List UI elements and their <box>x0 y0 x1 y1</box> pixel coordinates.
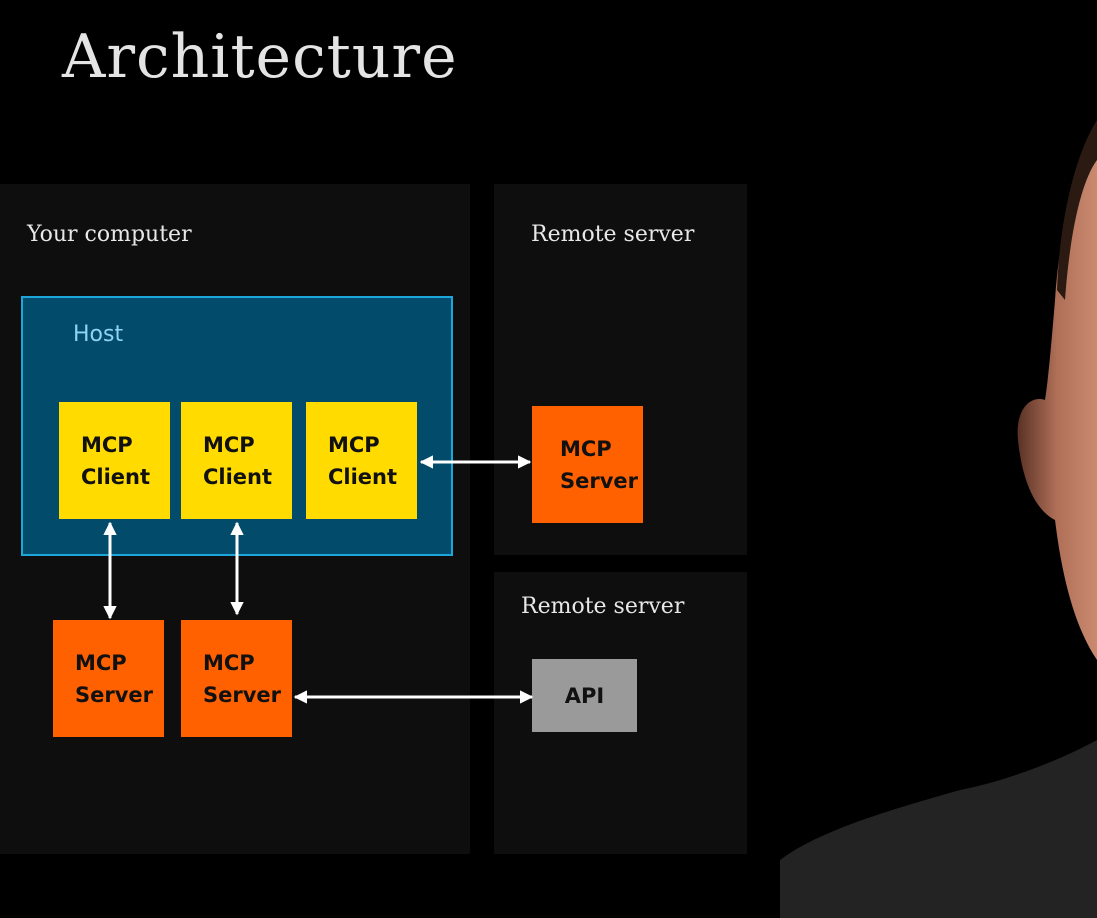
remote-server-label-2: Remote server <box>521 594 685 619</box>
slide-title: Architecture <box>62 22 458 92</box>
local-mcp-server-1: MCP Server <box>53 620 164 737</box>
local-mcp-server-2-label: MCP Server <box>203 650 282 707</box>
host-label: Host <box>73 322 124 347</box>
mcp-client-2-label: MCP Client <box>203 432 273 489</box>
mcp-client-1: MCP Client <box>59 402 170 519</box>
mcp-client-3: MCP Client <box>306 402 417 519</box>
local-mcp-server-1-label: MCP Server <box>75 650 154 707</box>
remote-mcp-server-label: MCP Server <box>560 436 639 493</box>
mcp-client-1-label: MCP Client <box>81 432 151 489</box>
local-mcp-server-2: MCP Server <box>181 620 292 737</box>
api-box: API <box>532 659 637 732</box>
presenter-photo <box>780 120 1097 918</box>
mcp-client-2: MCP Client <box>181 402 292 519</box>
your-computer-label: Your computer <box>27 222 192 247</box>
mcp-client-3-label: MCP Client <box>328 432 398 489</box>
remote-mcp-server: MCP Server <box>532 406 643 523</box>
api-label: API <box>564 683 605 708</box>
remote-server-label-1: Remote server <box>531 222 695 247</box>
